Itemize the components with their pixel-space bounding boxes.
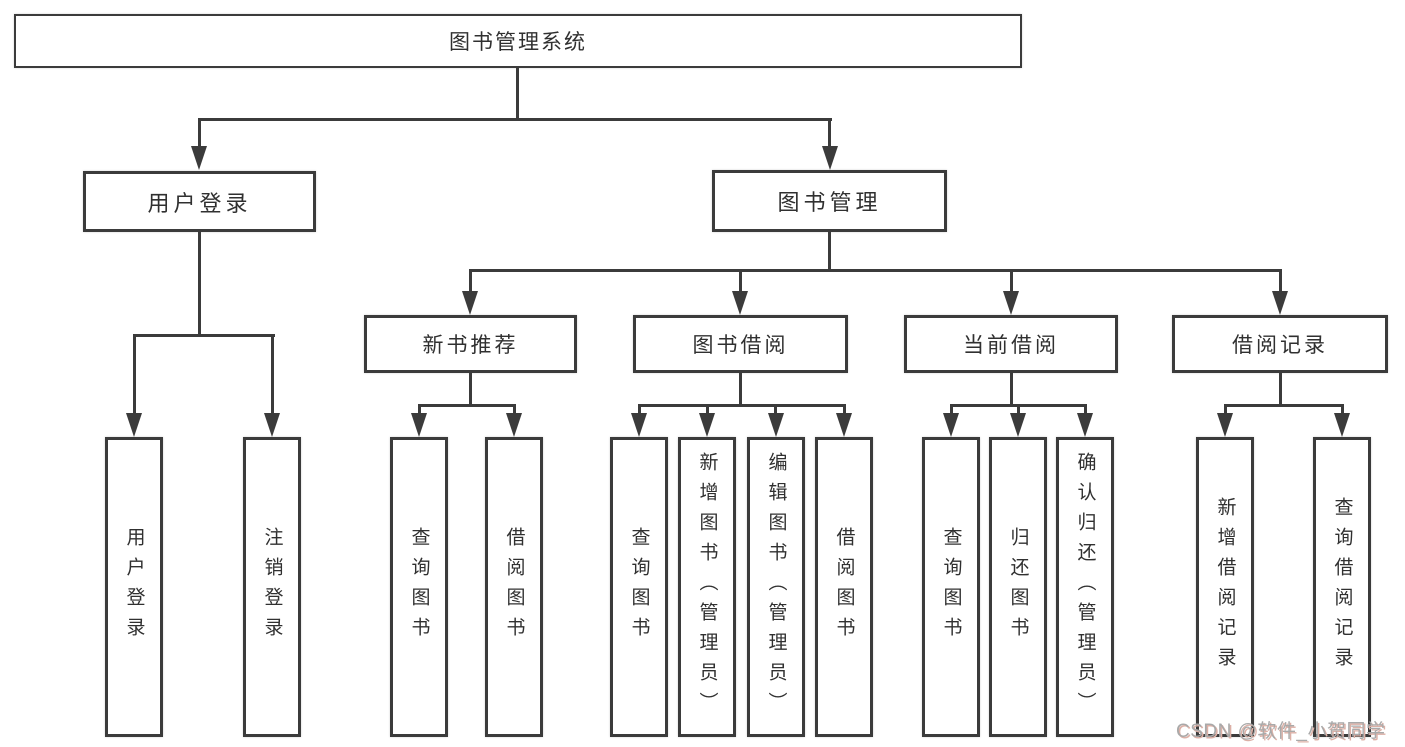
connector-current-borrow-arm (1017, 404, 1020, 418)
connector-book-borrow-arm (638, 404, 641, 418)
connector-book-mgmt-arm (1279, 269, 1282, 295)
connector-root-arm-left (198, 118, 201, 151)
node-book-management: 图书管理 (712, 170, 947, 232)
connector-borrow-record-stem (1279, 373, 1282, 406)
connector-new-rec-arm (418, 404, 421, 418)
leaf-edit-books-admin: 编辑图书（管理员） (747, 437, 805, 737)
arrow-down-icon (732, 291, 748, 315)
node-new-book-recommendation: 新书推荐 (364, 315, 577, 373)
node-book-borrowing: 图书借阅 (633, 315, 848, 373)
connector-root-arm-right (828, 118, 831, 151)
connector-current-borrow-arm (950, 404, 953, 418)
connector-root-stem (516, 67, 519, 119)
leaf-query-books-recommend: 查询图书 (390, 437, 448, 737)
leaf-add-books-admin: 新增图书（管理员） (678, 437, 736, 737)
connector-book-mgmt-arm (1010, 269, 1013, 295)
leaf-query-borrow-record: 查询借阅记录 (1313, 437, 1371, 737)
csdn-watermark: CSDN @软件_小贺同学 (1176, 721, 1386, 742)
arrow-down-icon (1003, 291, 1019, 315)
leaf-user-login: 用户登录 (105, 437, 163, 737)
node-borrowing-records: 借阅记录 (1172, 315, 1388, 373)
leaf-borrow-books-recommend: 借阅图书 (485, 437, 543, 737)
arrow-down-icon (1217, 413, 1233, 437)
connector-current-borrow-stem (1010, 372, 1013, 406)
connector-new-rec-stem (469, 372, 472, 406)
connector-book-mgmt-arm (739, 269, 742, 295)
leaf-confirm-return-admin: 确认归还（管理员） (1056, 437, 1114, 737)
leaf-return-books: 归还图书 (989, 437, 1047, 737)
connector-book-borrow-arm (706, 404, 709, 418)
arrow-down-icon (822, 146, 838, 170)
arrow-down-icon (1334, 413, 1350, 437)
connector-new-rec-bar (418, 404, 516, 407)
connector-user-login-arm (133, 334, 136, 417)
leaf-query-books-borrowing: 查询图书 (610, 437, 668, 737)
arrow-down-icon (1010, 413, 1026, 437)
connector-book-mgmt-bar (469, 269, 1282, 272)
arrow-down-icon (506, 413, 522, 437)
arrow-down-icon (768, 413, 784, 437)
connector-user-login-bar (133, 334, 275, 337)
arrow-down-icon (1077, 413, 1093, 437)
arrow-down-icon (631, 413, 647, 437)
connector-user-login-arm (271, 334, 274, 417)
leaf-borrow-books-borrowing: 借阅图书 (815, 437, 873, 737)
connector-book-borrow-arm (843, 404, 846, 418)
connector-book-borrow-stem (739, 372, 742, 406)
arrow-down-icon (126, 413, 142, 437)
connector-user-login-stem (198, 232, 201, 336)
arrow-down-icon (699, 413, 715, 437)
node-user-login: 用户登录 (83, 171, 316, 232)
connector-new-rec-arm (513, 404, 516, 418)
arrow-down-icon (411, 413, 427, 437)
connector-borrow-record-bar (1224, 404, 1344, 407)
leaf-query-books-current: 查询图书 (922, 437, 980, 737)
arrow-down-icon (264, 413, 280, 437)
connector-borrow-record-arm (1224, 404, 1227, 418)
arrow-down-icon (191, 146, 207, 170)
connector-current-borrow-arm (1084, 404, 1087, 418)
connector-root-bar (198, 118, 832, 121)
node-root-library-system: 图书管理系统 (14, 14, 1022, 68)
node-current-borrowing: 当前借阅 (904, 315, 1118, 373)
leaf-add-borrow-record: 新增借阅记录 (1196, 437, 1254, 737)
connector-book-mgmt-arm (469, 269, 472, 295)
connector-book-borrow-arm (774, 404, 777, 418)
leaf-logout: 注销登录 (243, 437, 301, 737)
arrow-down-icon (943, 413, 959, 437)
connector-book-mgmt-stem (828, 232, 831, 272)
arrow-down-icon (836, 413, 852, 437)
connector-book-borrow-bar (638, 404, 846, 407)
arrow-down-icon (1272, 291, 1288, 315)
connector-borrow-record-arm (1341, 404, 1344, 418)
arrow-down-icon (462, 291, 478, 315)
